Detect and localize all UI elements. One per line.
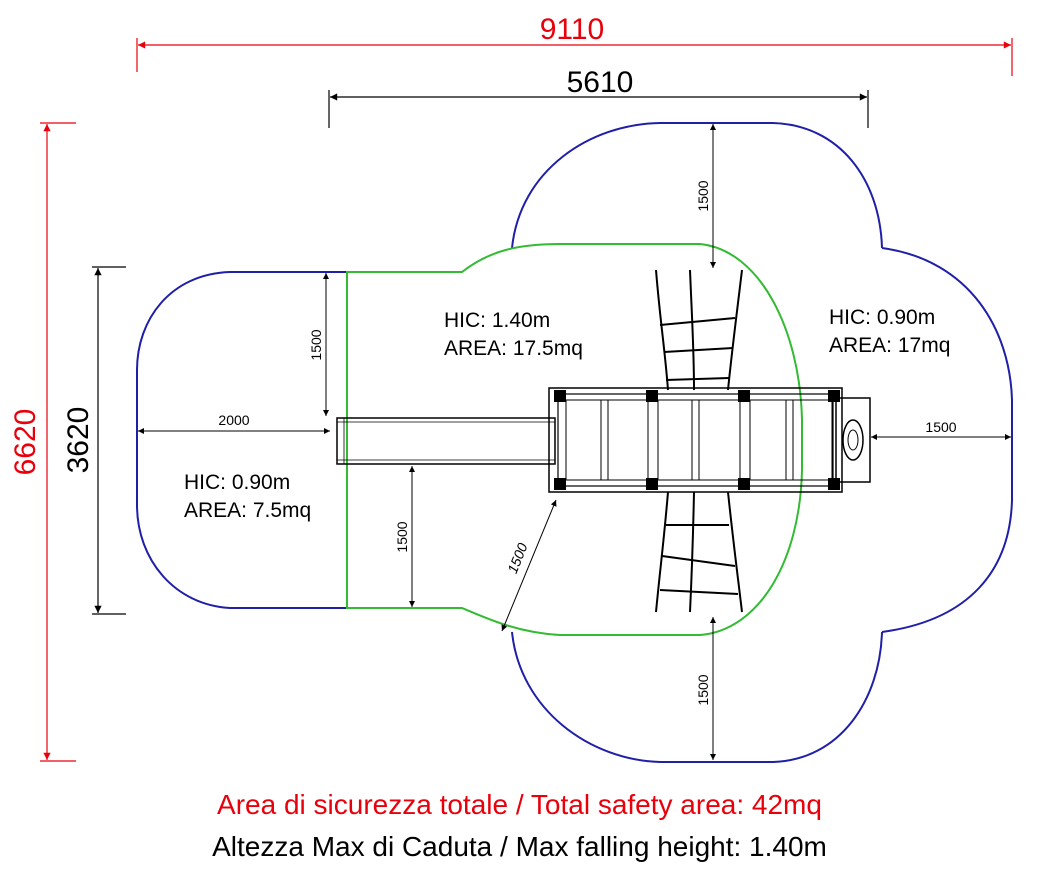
center-zone-area: AREA: 17.5mq — [444, 337, 583, 360]
right-margin-label: 1500 — [925, 419, 956, 435]
bottom-climbing-net — [655, 491, 743, 613]
outer-safety-boundary — [136, 122, 1013, 763]
right-zone-area: AREA: 17mq — [829, 334, 950, 357]
total-height-label: 6620 — [9, 409, 42, 476]
left-zone-hic: HIC: 0.90m — [184, 471, 290, 494]
top-lobe-outline — [511, 122, 883, 249]
total-width-label: 9110 — [540, 13, 605, 46]
inner-height-label: 3620 — [62, 407, 95, 474]
slide — [336, 417, 556, 465]
left-lower-margin-label: 1500 — [394, 521, 410, 552]
inner-height-dimension — [92, 266, 126, 615]
left-reach-label: 2000 — [218, 412, 249, 428]
end-panel — [835, 397, 871, 483]
diagonal-margin-dimension — [501, 499, 557, 632]
right-zone-hic: HIC: 0.90m — [829, 306, 935, 329]
safety-area-plan: 9110 6620 5610 3620 1500 1500 2000 1500 … — [9, 13, 1013, 763]
structure-width-dimension — [328, 90, 869, 128]
left-zone-area: AREA: 7.5mq — [184, 499, 311, 522]
platform-frame — [548, 387, 843, 493]
total-height-dimension — [40, 122, 76, 762]
structure-width-label: 5610 — [567, 66, 634, 99]
left-lobe-outline — [136, 271, 347, 609]
bottom-lobe-outline — [511, 631, 883, 763]
inner-safety-zone — [346, 243, 803, 636]
center-zone-hic: HIC: 1.40m — [444, 309, 550, 332]
top-margin-label: 1500 — [695, 180, 711, 211]
total-safety-area-caption: Area di sicurezza totale / Total safety … — [217, 789, 822, 820]
left-upper-margin-label: 1500 — [308, 329, 324, 360]
total-width-dimension — [136, 38, 1013, 76]
right-lobe-outline — [881, 247, 1013, 633]
bottom-margin-label: 1500 — [695, 674, 711, 705]
top-climbing-net — [655, 269, 743, 391]
play-structure — [336, 269, 871, 613]
inner-zone-outline — [346, 243, 803, 636]
max-falling-height-caption: Altezza Max di Caduta / Max falling heig… — [212, 831, 827, 862]
